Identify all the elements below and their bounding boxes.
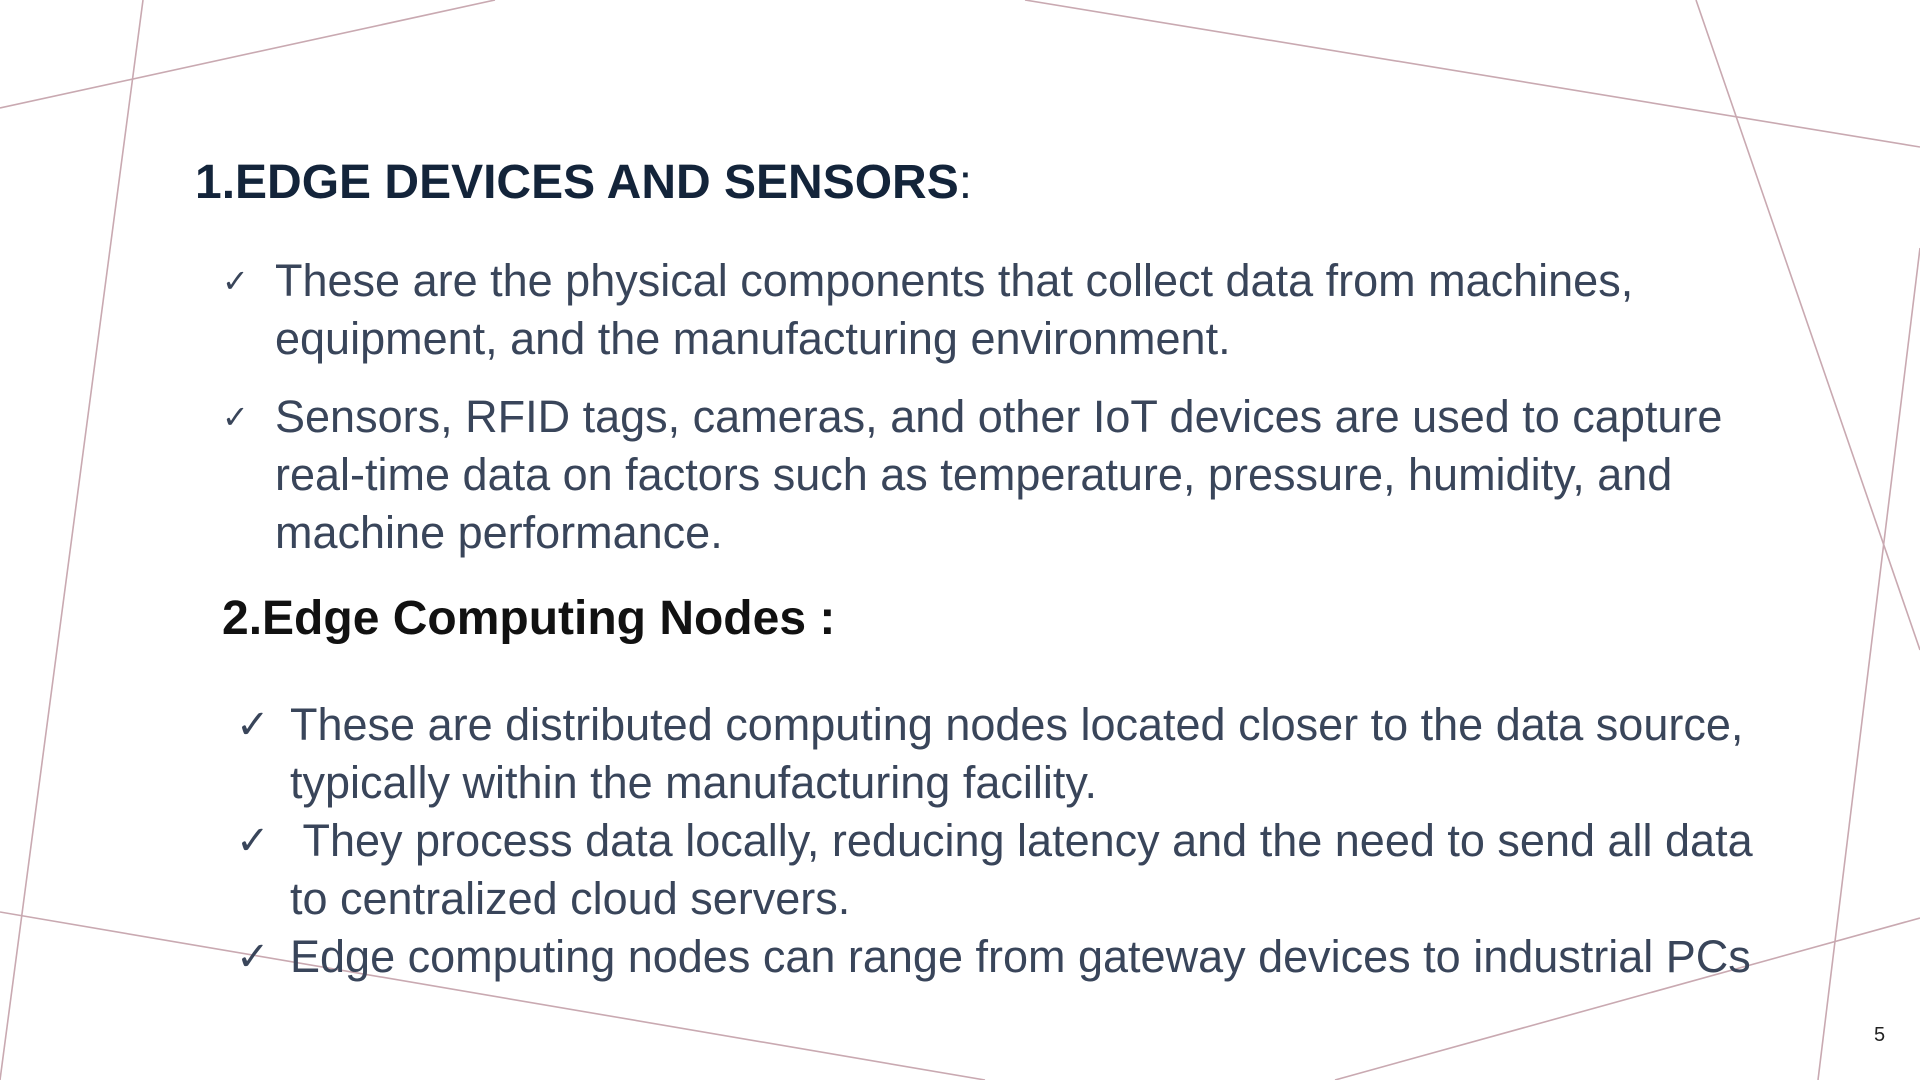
checkmark-icon: ✓ [236, 703, 270, 747]
checkmark-icon: ✓ [236, 935, 270, 979]
bullet-item: ✓ These are the physical components that… [222, 252, 1795, 368]
bullet-text: These are distributed computing nodes lo… [290, 699, 1744, 808]
bullet-item: ✓ Edge computing nodes can range from ga… [236, 928, 1790, 986]
deco-line [1817, 247, 1920, 1080]
bullet-list-edge-computing-nodes: ✓ These are distributed computing nodes … [236, 696, 1790, 986]
bullet-text: Sensors, RFID tags, cameras, and other I… [275, 391, 1723, 558]
deco-line [1024, 0, 1920, 148]
bullet-text: They process data locally, reducing late… [290, 815, 1766, 924]
bullet-text: These are the physical components that c… [275, 255, 1634, 364]
heading-text: 1.EDGE DEVICES AND SENSORS [195, 156, 959, 209]
bullet-item: ✓ Sensors, RFID tags, cameras, and other… [222, 388, 1795, 562]
checkmark-icon: ✓ [222, 399, 249, 435]
page-number: 5 [1874, 1024, 1886, 1046]
checkmark-icon: ✓ [236, 819, 270, 863]
bullet-item: ✓ These are distributed computing nodes … [236, 696, 1790, 812]
section-heading-edge-devices: 1.EDGE DEVICES AND SENSORS: [195, 153, 972, 213]
deco-line [0, 0, 496, 109]
heading-colon: : [958, 156, 973, 209]
bullet-text: Edge computing nodes can range from gate… [290, 931, 1751, 982]
checkmark-icon: ✓ [222, 263, 249, 299]
bullet-list-edge-devices: ✓ These are the physical components that… [222, 252, 1795, 582]
deco-line [0, 0, 144, 1080]
section-heading-edge-computing-nodes: 2.Edge Computing Nodes : [222, 592, 836, 645]
bullet-item: ✓ They process data locally, reducing la… [236, 812, 1790, 928]
